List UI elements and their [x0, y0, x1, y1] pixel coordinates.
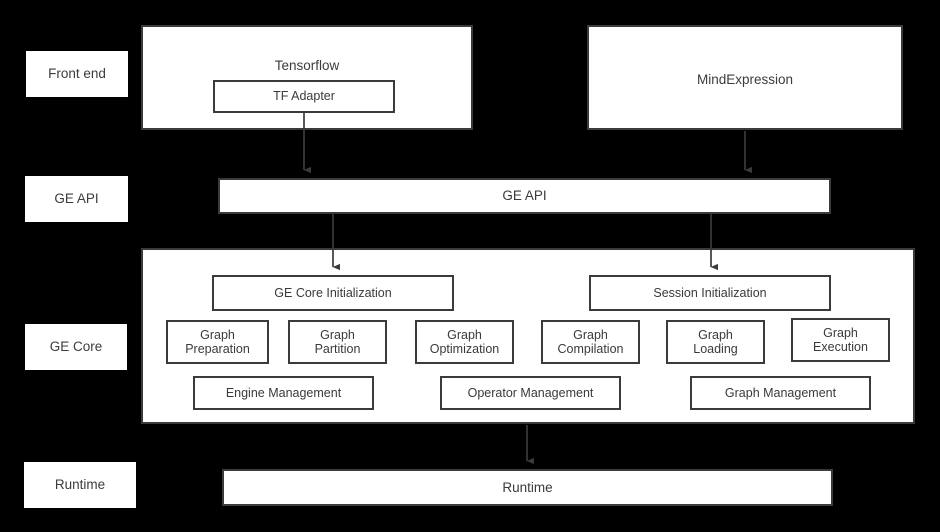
- graph-loading-box[interactable]: Graph Loading: [666, 320, 765, 364]
- graph-compilation-label: Graph Compilation: [557, 327, 624, 356]
- mindexpression-panel-title: MindExpression: [696, 72, 794, 87]
- graph-optimization-label: Graph Optimization: [429, 327, 500, 356]
- graph-partition-box[interactable]: Graph Partition: [288, 320, 387, 364]
- session-initialization-label: Session Initialization: [653, 285, 767, 300]
- graph-compilation-box[interactable]: Graph Compilation: [541, 320, 640, 364]
- runtime-bar[interactable]: Runtime: [222, 469, 833, 506]
- engine-management-box[interactable]: Engine Management: [193, 376, 374, 410]
- ge-api-bar-label: GE API: [502, 188, 547, 204]
- mindexpression-panel[interactable]: MindExpression: [587, 25, 903, 130]
- stage-label-ge-api-text: GE API: [54, 191, 99, 207]
- engine-management-label: Engine Management: [225, 385, 342, 400]
- graph-optimization-box[interactable]: Graph Optimization: [415, 320, 514, 364]
- tf-adapter-label: TF Adapter: [273, 89, 335, 104]
- operator-management-box[interactable]: Operator Management: [440, 376, 621, 410]
- stage-label-runtime: Runtime: [24, 462, 136, 508]
- stage-label-ge-core-text: GE Core: [49, 339, 103, 355]
- tensorflow-panel[interactable]: Tensorflow: [141, 25, 473, 130]
- graph-partition-label: Graph Partition: [314, 327, 361, 356]
- ge-core-initialization-label: GE Core Initialization: [274, 285, 392, 300]
- stage-label-front-end: Front end: [26, 51, 128, 97]
- ge-api-bar[interactable]: GE API: [218, 178, 831, 214]
- graph-preparation-label: Graph Preparation: [185, 327, 250, 356]
- stage-label-runtime-text: Runtime: [54, 477, 106, 493]
- graph-preparation-box[interactable]: Graph Preparation: [166, 320, 269, 364]
- stage-label-front-end-text: Front end: [48, 66, 106, 82]
- session-initialization-box[interactable]: Session Initialization: [589, 275, 831, 311]
- tensorflow-panel-title: Tensorflow: [274, 58, 340, 73]
- runtime-bar-label: Runtime: [502, 479, 553, 495]
- ge-core-initialization-box[interactable]: GE Core Initialization: [212, 275, 454, 311]
- graph-management-box[interactable]: Graph Management: [690, 376, 871, 410]
- operator-management-label: Operator Management: [467, 385, 594, 400]
- stage-label-ge-api: GE API: [25, 176, 128, 222]
- stage-label-ge-core: GE Core: [25, 324, 127, 370]
- tf-adapter-box[interactable]: TF Adapter: [213, 80, 395, 113]
- graph-execution-label: Graph Execution: [813, 325, 868, 354]
- graph-loading-label: Graph Loading: [693, 327, 738, 356]
- graph-execution-box[interactable]: Graph Execution: [791, 318, 890, 362]
- graph-management-label: Graph Management: [724, 385, 837, 400]
